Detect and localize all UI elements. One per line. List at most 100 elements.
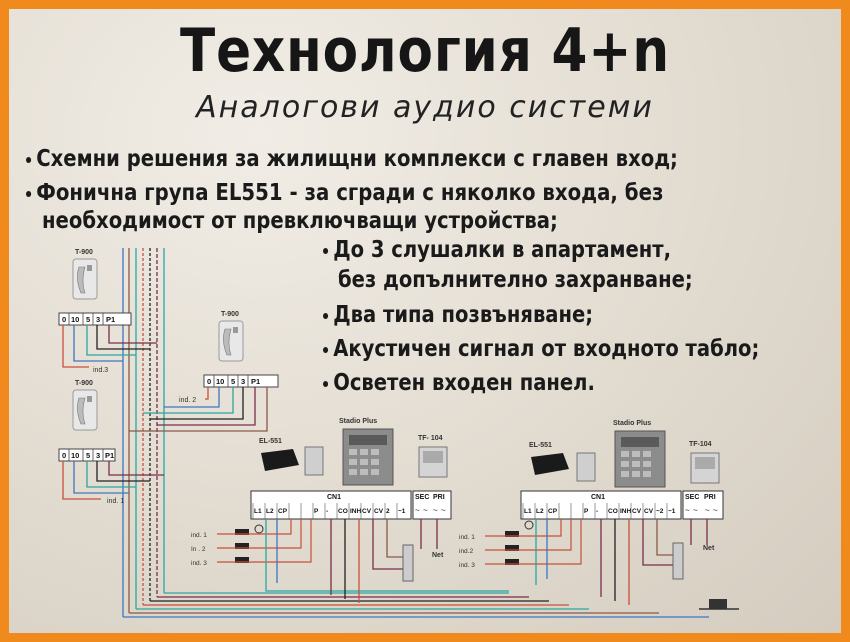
el551-module: [531, 453, 569, 475]
cn1-terminal-label: ~1: [398, 508, 406, 515]
bullet-item-1: Схемни решения за жилищни комплекси с гл…: [26, 145, 678, 173]
terminal-label: 5: [86, 451, 90, 460]
handset-t900-1: T-900 0 10 5 3 P1 ind.3: [58, 249, 157, 374]
cn1-terminal-label: -: [596, 508, 598, 515]
coil-label: ind. 1: [191, 532, 207, 539]
handset-label: T-900: [75, 249, 93, 256]
cn1-block: [250, 490, 412, 520]
terminal-strip: [58, 312, 132, 326]
coil-label: ind.2: [459, 548, 473, 555]
svg-text:~: ~: [415, 506, 420, 515]
bullet-text: Фонична група EL551 - за сгради с няколк…: [36, 180, 664, 206]
bullet-dot: [323, 247, 329, 254]
terminal-label: 10: [216, 377, 224, 386]
cn1-terminal-label: CV: [362, 508, 372, 515]
terminal-strip: [203, 374, 279, 388]
bus-to-panels: [123, 592, 709, 618]
electric-lock: [402, 544, 414, 582]
cn1-terminal-label: L1: [254, 508, 262, 515]
coil-group-b: ind. 1 ind.2 ind. 3: [459, 519, 582, 569]
cn1-label: CN1: [327, 494, 341, 501]
bullet-item-3-cont: без допълнително захранване;: [338, 267, 693, 293]
cn1-terminal-label: INH: [620, 508, 632, 515]
page-subtitle: Аналогови аудио системи: [196, 90, 654, 125]
sec-pri-block: [682, 490, 724, 520]
pri-label: PRI: [433, 494, 445, 501]
cn1-terminal-label: P: [584, 508, 589, 515]
cn1-terminal-label: -: [326, 508, 328, 515]
terminal-label: P1: [251, 377, 260, 386]
entrance-system-a: EL-551 Stadio Plus TF- 104 CN1 L1 L2 CP P- C…: [191, 418, 509, 603]
sec-label: SEC: [685, 494, 699, 501]
svg-text:~: ~: [693, 506, 698, 515]
net-label: Net: [703, 545, 715, 552]
cn1-terminal-label: CV: [632, 508, 642, 515]
bullet-dot: [323, 346, 329, 353]
cn1-terminal-label: ~2: [656, 508, 664, 515]
cn1-terminal-label: L1: [524, 508, 532, 515]
coil-group-a: ind. 1 In . 2 ind. 3: [191, 519, 312, 567]
page-title: Технология 4+n: [180, 16, 670, 86]
terminal-label: 10: [71, 451, 79, 460]
sec-label: SEC: [415, 494, 429, 501]
terminal-label: 3: [241, 377, 245, 386]
ind-label: ind. 2: [179, 397, 196, 404]
svg-text:~: ~: [441, 506, 446, 515]
bullet-item-2-cont: необходимост от превключващи устройства;: [42, 208, 558, 234]
svg-text:~: ~: [685, 506, 690, 515]
terminal-label: 3: [96, 451, 100, 460]
cn1-terminal-label: INH: [350, 508, 362, 515]
ind-label: ind.3: [93, 367, 108, 374]
door-lock: [304, 446, 324, 476]
bullet-dot: [26, 190, 32, 197]
handset-label: T-900: [75, 380, 93, 387]
ground-symbol: [709, 599, 727, 609]
cn1-terminal-label: P: [314, 508, 319, 515]
bus-lines: [122, 248, 165, 617]
cn1-terminal-label: L2: [536, 508, 544, 515]
door-lock: [576, 452, 596, 482]
bullet-item-3: До 3 слушалки в апартамент,: [323, 236, 671, 264]
terminal-label: 0: [62, 451, 66, 460]
bullet-text: Два типа позвъняване;: [333, 302, 594, 328]
terminal-label: 5: [86, 315, 90, 324]
stadio-label: Stadio Plus: [339, 418, 377, 425]
bullet-text: До 3 слушалки в апартамент,: [333, 237, 672, 263]
cn1-terminal-label: L2: [266, 508, 274, 515]
cn1-label: CN1: [591, 494, 605, 501]
terminal-label: 0: [207, 377, 211, 386]
cn1-terminal-label: CO: [608, 508, 618, 515]
terminal-label: 0: [62, 315, 66, 324]
stadio-label: Stadio Plus: [613, 420, 651, 427]
cn1-terminal-label: ~1: [668, 508, 676, 515]
coil-label: ind. 3: [459, 562, 475, 569]
net-label: Net: [432, 552, 444, 559]
terminal-label: 10: [71, 315, 79, 324]
coil-label: In . 2: [191, 546, 206, 553]
el551-module: [261, 449, 299, 471]
bullet-text: Осветен входен панел.: [333, 370, 595, 396]
cn1-terminal-label: CV: [374, 508, 384, 515]
cn1-terminal-label: CP: [278, 508, 288, 515]
tf104-label: TF- 104: [418, 435, 443, 442]
bullet-text: Акустичен сигнал от входното табло;: [333, 336, 760, 362]
handset-t900-2: T-900 0 10 5 3 P1 ind. 2: [129, 311, 279, 432]
terminal-label: P1: [105, 451, 114, 460]
terminal-label: P1: [106, 315, 115, 324]
cn1-terminal-label: CO: [338, 508, 348, 515]
wiring-diagram: T-900 0 10 5 3 P1 ind.3: [58, 248, 739, 618]
terminal-label: 5: [231, 377, 235, 386]
bullet-dot: [323, 380, 329, 387]
terminal-label: 3: [96, 315, 100, 324]
ind-label: ind. 1: [107, 498, 124, 505]
cn1-terminal-label: CV: [644, 508, 654, 515]
svg-text:~: ~: [423, 506, 428, 515]
el551-label: EL-551: [259, 438, 282, 445]
bullet-dot: [323, 312, 329, 319]
bullet-item-6: Осветен входен панел.: [323, 369, 595, 397]
poster: Технология 4+n Аналогови аудио системи С…: [9, 9, 841, 633]
svg-text:~: ~: [433, 506, 438, 515]
bullet-dot: [26, 156, 32, 163]
el551-label: EL-551: [529, 442, 552, 449]
coil-label: ind. 1: [459, 534, 475, 541]
